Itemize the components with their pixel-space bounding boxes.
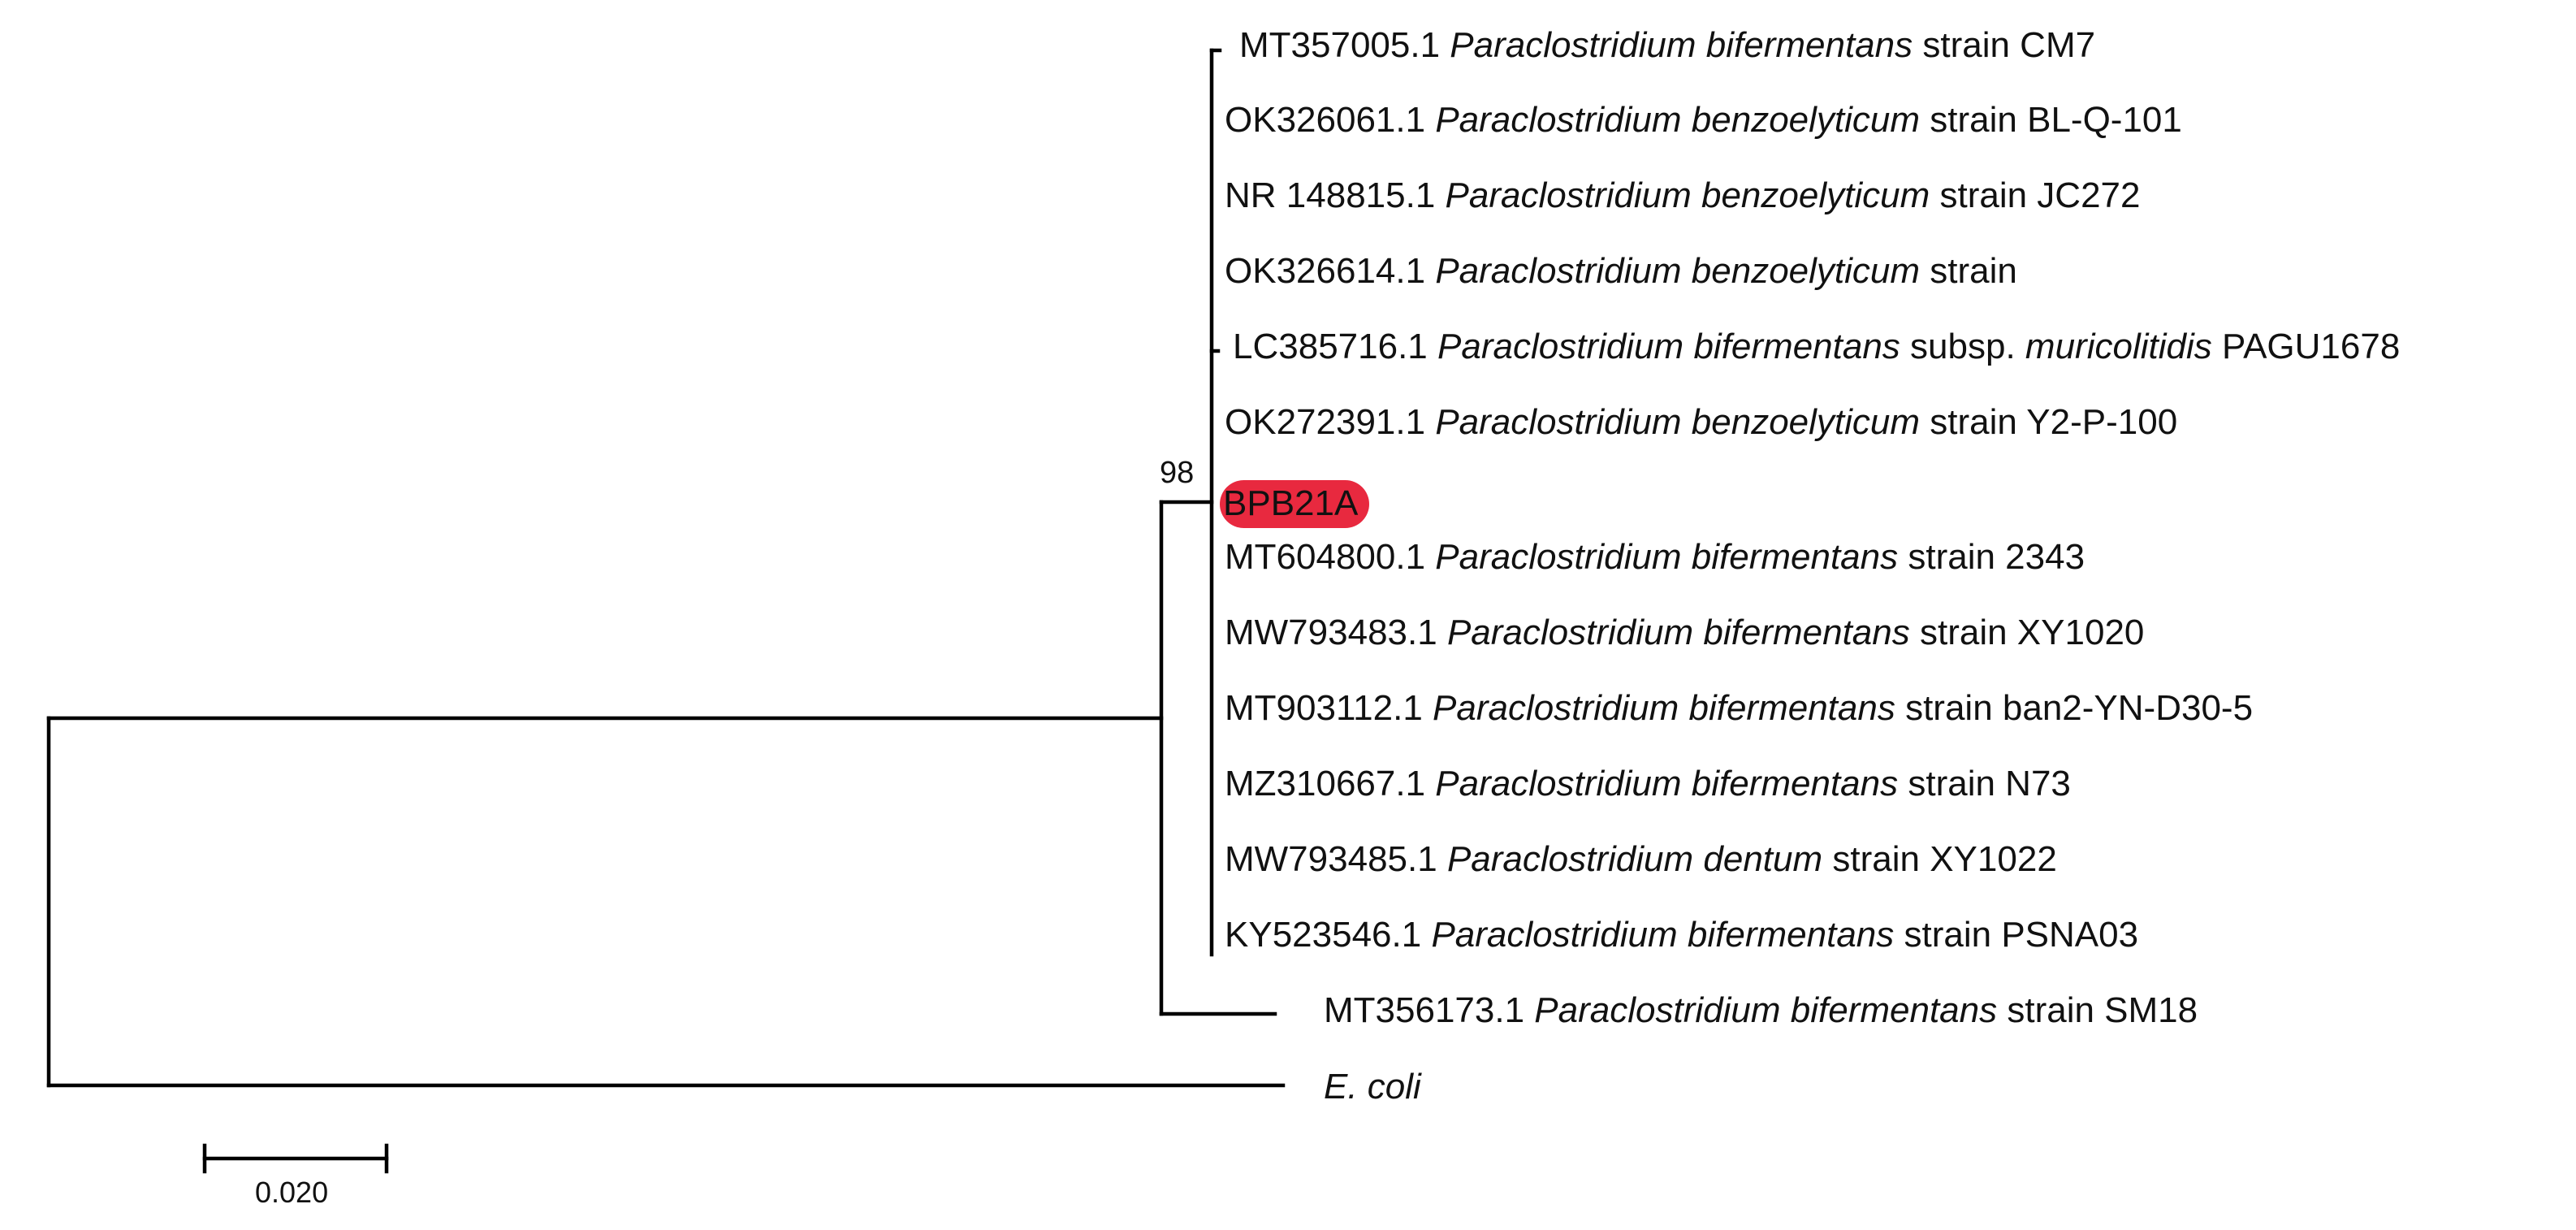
leaf-ecoli: E. coli	[1324, 1069, 1421, 1105]
subsp-label: subsp.	[1910, 327, 2016, 366]
outgroup-species: E. coli	[1324, 1067, 1421, 1107]
genus: Paraclostridium	[1435, 100, 1682, 140]
leaf-mw793483: MW793483.1 Paraclostridium bifermentans …	[1225, 615, 2144, 651]
accession: OK326614.1	[1225, 251, 1426, 291]
strain: strain N73	[1908, 764, 2071, 803]
leaf-mt356173: MT356173.1 Paraclostridium bifermentans …	[1324, 993, 2198, 1029]
strain: strain SM18	[2007, 990, 2198, 1030]
species: bifermentans	[1691, 764, 1899, 803]
genus: Paraclostridium	[1435, 537, 1682, 577]
leaf-mt903112: MT903112.1 Paraclostridium bifermentans …	[1225, 691, 2253, 726]
species: benzoelyticum	[1691, 100, 1921, 140]
species: benzoelyticum	[1701, 175, 1930, 215]
genus: Paraclostridium	[1534, 990, 1781, 1030]
subspecies: muricolitidis	[2025, 327, 2212, 366]
species: dentum	[1703, 839, 1823, 879]
genus: Paraclostridium	[1445, 175, 1692, 215]
leaf-mw793485: MW793485.1 Paraclostridium dentum strain…	[1225, 842, 2057, 877]
leaf-ok326061: OK326061.1 Paraclostridium benzoelyticum…	[1225, 102, 2182, 138]
accession: OK326061.1	[1225, 100, 1426, 140]
genus: Paraclostridium	[1437, 327, 1684, 366]
species: bifermentans	[1693, 327, 1900, 366]
genus: Paraclostridium	[1431, 915, 1678, 955]
species: bifermentans	[1691, 537, 1899, 577]
accession: KY523546.1	[1225, 915, 1422, 955]
species: benzoelyticum	[1691, 251, 1921, 291]
leaf-bpb21a: BPB21A	[1220, 480, 1370, 528]
leaf-mt357005: MT357005.1 Paraclostridium bifermentans …	[1239, 28, 2095, 63]
accession: NR 148815.1	[1225, 175, 1436, 215]
strain: strain ban2-YN-D30-5	[1905, 688, 2254, 728]
accession: MW793483.1	[1225, 613, 1437, 652]
strain: strain	[1930, 251, 2017, 291]
species: bifermentans	[1703, 613, 1910, 652]
leaf-lc385716: LC385716.1 Paraclostridium bifermentans …	[1233, 329, 2400, 365]
strain: strain CM7	[1922, 25, 2096, 65]
strain: strain BL-Q-101	[1930, 100, 2182, 140]
strain: strain XY1020	[1919, 613, 2145, 652]
leaf-ok272391: OK272391.1 Paraclostridium benzoelyticum…	[1225, 405, 2177, 440]
genus: Paraclostridium	[1435, 251, 1682, 291]
genus: Paraclostridium	[1435, 764, 1682, 803]
leaf-mz310667: MZ310667.1 Paraclostridium bifermentans …	[1225, 766, 2071, 802]
genus: Paraclostridium	[1450, 25, 1696, 65]
accession: MT903112.1	[1225, 688, 1423, 728]
genus: Paraclostridium	[1446, 839, 1694, 879]
bootstrap-value: 98	[1160, 456, 1195, 490]
strain: strain Y2-P-100	[1930, 402, 2178, 442]
leaf-ok326614: OK326614.1 Paraclostridium benzoelyticum…	[1225, 253, 2017, 289]
accession: LC385716.1	[1233, 327, 1428, 366]
species: bifermentans	[1790, 990, 1998, 1030]
accession: MT356173.1	[1324, 990, 1525, 1030]
strain: strain PSNA03	[1904, 915, 2139, 955]
accession: MW793485.1	[1225, 839, 1437, 879]
strain: strain XY1022	[1832, 839, 2057, 879]
accession: MT604800.1	[1225, 537, 1426, 577]
species: bifermentans	[1688, 688, 1895, 728]
genus: Paraclostridium	[1433, 688, 1679, 728]
leaf-mt604800: MT604800.1 Paraclostridium bifermentans …	[1225, 539, 2085, 575]
leaf-ky523546: KY523546.1 Paraclostridium bifermentans …	[1225, 917, 2138, 953]
accession: OK272391.1	[1225, 402, 1426, 442]
strain: strain 2343	[1908, 537, 2085, 577]
species: bifermentans	[1687, 915, 1895, 955]
strain: strain JC272	[1939, 175, 2141, 215]
genus: Paraclostridium	[1435, 402, 1682, 442]
scale-bar-label: 0.020	[255, 1176, 329, 1209]
accession: MT357005.1	[1239, 25, 1441, 65]
genus: Paraclostridium	[1446, 613, 1694, 652]
highlighted-sample-label: BPB21A	[1220, 480, 1370, 528]
species: benzoelyticum	[1691, 402, 1921, 442]
accession: MZ310667.1	[1225, 764, 1426, 803]
species: bifermentans	[1705, 25, 1913, 65]
strain: PAGU1678	[2221, 327, 2401, 366]
leaf-nr148815: NR 148815.1 Paraclostridium benzoelyticu…	[1225, 178, 2141, 214]
